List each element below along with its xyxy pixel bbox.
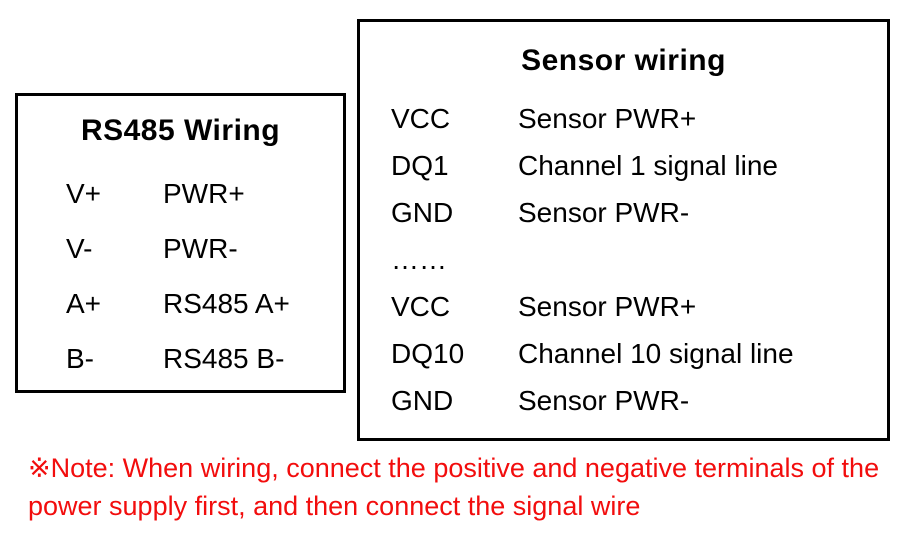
sensor-wiring-panel: Sensor wiring VCC Sensor PWR+ DQ1 Channe… [357, 19, 890, 441]
pin-description: RS485 B- [163, 343, 285, 374]
table-row: GND Sensor PWR- [391, 196, 887, 230]
table-row: GND Sensor PWR- [391, 384, 887, 418]
pin-label: A+ [66, 288, 102, 319]
rs485-wiring-panel: RS485 Wiring V+ PWR+ V- PWR- A+ RS485 A+… [15, 93, 346, 393]
pin-description: Channel 10 signal line [518, 338, 794, 369]
pin-label: GND [391, 197, 454, 228]
pin-description: Channel 1 signal line [518, 150, 778, 181]
table-row: DQ1 Channel 1 signal line [391, 149, 887, 183]
table-row: B- RS485 B- [66, 342, 343, 376]
table-row: DQ10 Channel 10 signal line [391, 337, 887, 371]
table-row: V- PWR- [66, 232, 343, 266]
pin-description: Sensor PWR- [518, 385, 690, 416]
pin-description: RS485 A+ [163, 288, 290, 319]
pin-label: V- [66, 233, 93, 264]
wiring-note: ※Note: When wiring, connect the positive… [28, 453, 880, 521]
table-row: VCC Sensor PWR+ [391, 290, 887, 324]
pin-description: Sensor PWR- [518, 197, 690, 228]
sensor-panel-title: Sensor wiring [521, 44, 726, 77]
pin-label: DQ10 [391, 338, 465, 369]
rs485-panel-title: RS485 Wiring [80, 114, 281, 147]
pin-label: V+ [66, 178, 102, 209]
table-row: VCC Sensor PWR+ [391, 102, 887, 136]
pin-description: PWR- [163, 233, 238, 264]
ellipsis-label: …… [391, 244, 447, 275]
pin-label: GND [391, 385, 454, 416]
pin-label: B- [66, 343, 94, 374]
rs485-pin-table: V+ PWR+ V- PWR- A+ RS485 A+ B- RS485 B- [66, 177, 343, 376]
sensor-pin-table: VCC Sensor PWR+ DQ1 Channel 1 signal lin… [391, 102, 887, 418]
pin-description: Sensor PWR+ [518, 291, 697, 322]
pin-description: PWR+ [163, 178, 245, 209]
table-row-ellipsis: …… [391, 243, 887, 277]
table-row: V+ PWR+ [66, 177, 343, 211]
pin-description: Sensor PWR+ [518, 103, 697, 134]
pin-label: VCC [391, 103, 451, 134]
table-row: A+ RS485 A+ [66, 287, 343, 321]
pin-label: DQ1 [391, 150, 449, 181]
pin-label: VCC [391, 291, 451, 322]
